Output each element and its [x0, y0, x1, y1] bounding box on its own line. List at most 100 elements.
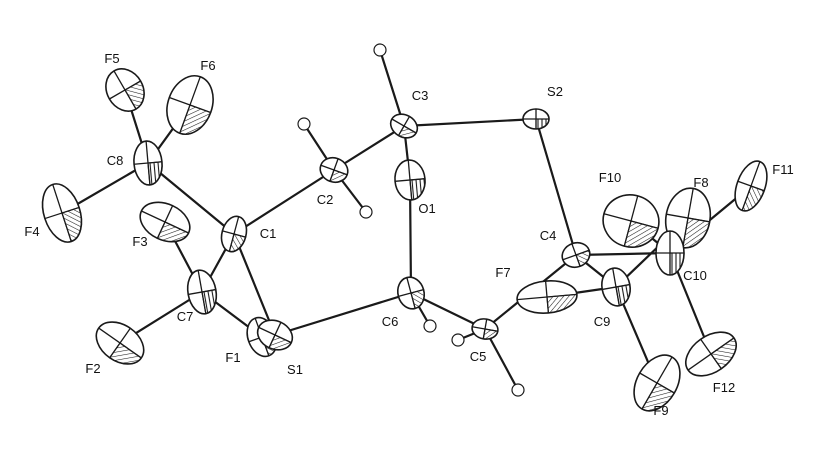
ellipsoid-axis — [228, 216, 240, 252]
ellipsoid-octant — [156, 221, 190, 243]
ellipsoid-axis — [623, 195, 639, 247]
bond-s2-c4 — [534, 117, 578, 257]
ellipsoid-axis — [268, 322, 282, 348]
atom-c5 — [471, 318, 499, 340]
ellipsoid-octant — [61, 206, 82, 243]
ellipsoid-octant — [108, 342, 143, 365]
atom-f3 — [139, 201, 191, 243]
atom-label-c10: C10 — [683, 268, 707, 283]
ellipsoid-axis — [109, 327, 131, 359]
atom-label-c8: C8 — [107, 153, 124, 168]
hydrogen-atom-h2-c2 — [359, 205, 373, 219]
bond-h-c3 — [378, 48, 406, 128]
bond-c1-c2 — [232, 168, 336, 236]
atom-label-c7: C7 — [177, 309, 194, 324]
atom-label-c2: C2 — [317, 192, 334, 207]
hydrogen-atom-h1-c5 — [451, 333, 465, 347]
ellipsoid-axis — [156, 205, 174, 239]
atom-label-c1: C1 — [260, 226, 277, 241]
atom-c7 — [186, 269, 218, 315]
ellipsoid-axis — [406, 277, 416, 309]
hydrogen-atom-h-c6 — [423, 319, 437, 333]
atom-f5 — [105, 68, 145, 112]
ellipsoid-axis — [741, 161, 761, 211]
atom-label-f4: F4 — [24, 224, 39, 239]
atom-label-f1: F1 — [225, 350, 240, 365]
atom-label-f10: F10 — [599, 170, 621, 185]
bond-c3-s2 — [402, 117, 538, 128]
atom-label-s2: S2 — [547, 84, 563, 99]
atom-f2 — [95, 321, 145, 365]
atom-label-f7: F7 — [495, 265, 510, 280]
hydrogen-atom-h2-c5 — [511, 383, 525, 397]
ellipsoid-octant — [710, 337, 737, 370]
ellipsoid-octant — [669, 252, 685, 276]
atom-c9 — [601, 267, 631, 307]
atom-c8 — [133, 140, 163, 186]
bond-c8-c1 — [146, 161, 236, 236]
ellipsoid-axis — [329, 158, 339, 182]
ellipsoid-octant — [623, 220, 659, 248]
atom-label-o1: O1 — [418, 201, 435, 216]
atom-c2 — [319, 156, 349, 184]
atom-label-f3: F3 — [132, 234, 147, 249]
bond-c1-s1 — [232, 232, 277, 337]
atom-label-c6: C6 — [382, 314, 399, 329]
ellipsoid-axis — [179, 76, 201, 134]
atom-c3 — [389, 113, 419, 139]
ellipsoid-octant — [535, 118, 550, 130]
atom-label-f2: F2 — [85, 361, 100, 376]
atom-label-f5: F5 — [104, 51, 119, 66]
ellipsoid-axis — [145, 141, 151, 185]
atom-f12 — [685, 331, 737, 377]
atom-c4 — [561, 241, 591, 269]
atom-label-c5: C5 — [470, 349, 487, 364]
hydrogen-atom-h-c3 — [373, 43, 387, 57]
atom-label-f11: F11 — [772, 162, 793, 177]
atom-label-f9: F9 — [653, 403, 668, 418]
hydrogen-atom-h1-c2 — [297, 117, 311, 131]
atom-label-f6: F6 — [200, 58, 215, 73]
atom-f11 — [734, 160, 768, 212]
bond-c2-c3 — [332, 124, 406, 172]
ellipsoid-axis — [641, 356, 673, 410]
atom-s1 — [256, 319, 294, 351]
ellipsoid-octant — [409, 178, 426, 201]
ellipsoid-axis — [700, 338, 722, 370]
atom-c6 — [396, 276, 426, 310]
ellipsoid-axis — [52, 184, 72, 242]
atom-label-f8: F8 — [693, 175, 708, 190]
atom-f10 — [602, 194, 660, 248]
atom-label-c9: C9 — [594, 314, 611, 329]
ellipsoid-axis — [397, 116, 411, 136]
atom-f9 — [633, 354, 681, 412]
atom-label-c4: C4 — [540, 228, 557, 243]
ellipsoid-octant — [147, 161, 163, 186]
ellipsoid-octant — [741, 185, 765, 212]
atom-o1 — [394, 159, 426, 201]
ellipsoid-octant — [641, 382, 676, 412]
ellipsoid-axis — [482, 319, 488, 339]
ellipsoid-axis — [544, 281, 550, 313]
atom-label-f12: F12 — [713, 380, 735, 395]
atom-f7 — [516, 280, 578, 314]
atom-label-s1: S1 — [287, 362, 303, 377]
ellipsoid-axis — [113, 70, 137, 110]
atom-f4 — [41, 183, 83, 243]
ellipsoid-axis — [407, 160, 413, 200]
bond-c4-c10 — [574, 251, 672, 257]
atom-s2 — [522, 108, 550, 130]
ellipsoid-axis — [571, 243, 581, 267]
bond-c6-s1 — [273, 291, 413, 337]
ellipsoid-axis — [612, 268, 620, 306]
ellipsoid-octant — [546, 293, 578, 314]
ellipsoid-axis — [682, 188, 694, 248]
atom-c10 — [655, 230, 685, 276]
atom-label-c3: C3 — [412, 88, 429, 103]
atom-f6 — [166, 75, 214, 135]
atoms-layer — [41, 68, 768, 412]
ellipsoid-axis — [197, 270, 207, 314]
